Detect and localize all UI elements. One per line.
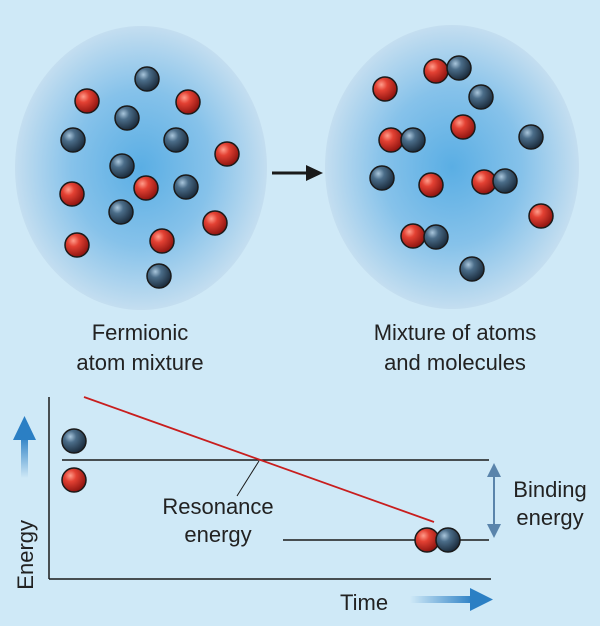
blue-atom [459,256,485,282]
blue-atom [446,55,472,81]
left-cloud-label-line1: Fermionic [91,320,189,345]
right-cloud-label-line1: Mixture of atoms [373,320,537,345]
blue-atom [114,105,140,131]
right-atoms [369,55,554,282]
blue-atom [108,199,134,225]
blue-atom [60,127,86,153]
red-atom [528,203,554,229]
red-atom [372,76,398,102]
red-atom [59,181,85,207]
blue-atom [134,66,160,92]
right-arrow-icon [272,165,323,181]
red-atom [61,467,87,493]
binding-energy-label-line2: energy [516,505,584,530]
blue-atom [173,174,199,200]
magnetic-field-ramp-line [83,396,435,523]
blue-atom [400,127,426,153]
binding-energy-label-line1: Binding [513,477,587,502]
red-atom [175,89,201,115]
red-atom [400,223,426,249]
red-atom [202,210,228,236]
energy-atoms [61,428,461,553]
blue-atom [468,84,494,110]
blue-atom [109,153,135,179]
red-atom [149,228,175,254]
energy-arrow-icon [13,416,36,478]
red-atom [450,114,476,140]
blue-atom [492,168,518,194]
blue-atom [423,224,449,250]
red-atom [64,232,90,258]
left-atoms [59,66,240,289]
energy-axes [48,397,491,580]
time-arrow-icon [410,588,493,611]
resonance-energy-label-line2: energy [184,522,252,547]
right-cloud-label-line2: and molecules [384,350,526,375]
y-axis-label: Energy [13,519,39,590]
blue-atom [146,263,172,289]
red-atom [214,141,240,167]
red-atom [74,88,100,114]
resonance-energy-label-line1: Resonance [162,494,274,519]
red-atom [423,58,449,84]
blue-atom [518,124,544,150]
red-atom [418,172,444,198]
left-cloud-label-line2: atom mixture [76,350,204,375]
blue-atom [61,428,87,454]
blue-atom [435,527,461,553]
binding-energy-double-arrow [487,463,501,538]
red-atom [378,127,404,153]
resonance-pointer [236,460,260,497]
red-atom [133,175,159,201]
blue-atom [163,127,189,153]
x-axis-label: Time [340,590,389,615]
blue-atom [369,165,395,191]
